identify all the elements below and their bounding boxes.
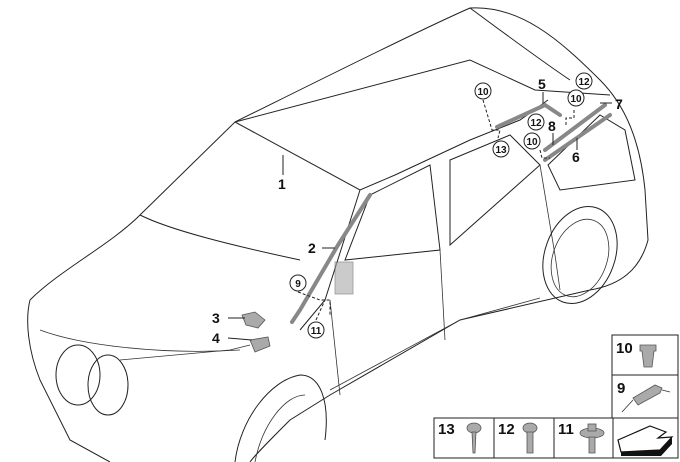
roof-trim-part-5 xyxy=(495,102,562,129)
circled-10: 10 xyxy=(526,137,538,148)
part-cell-11: 11 xyxy=(558,421,605,454)
parts-table: 10 9 13 12 11 xyxy=(433,334,679,459)
part-cell-arrow xyxy=(617,425,674,456)
callout-5: 5 xyxy=(538,76,546,92)
part-cell-9: 9 xyxy=(617,380,671,413)
circled-9: 9 xyxy=(295,279,301,290)
circled-10: 10 xyxy=(477,87,489,98)
circled-11: 11 xyxy=(311,326,322,337)
callout-1: 1 xyxy=(278,176,286,192)
callout-6: 6 xyxy=(572,149,580,165)
part-number-9: 9 xyxy=(617,380,625,397)
callout-7: 7 xyxy=(615,96,623,112)
clip-holder-icon xyxy=(632,384,663,406)
windshield-trim-part-1 xyxy=(234,121,361,191)
a-pillar-trim-part-2 xyxy=(290,193,372,324)
circled-callouts: 9 10 10 10 11 12 12 13 xyxy=(289,72,593,339)
part-cell-10: 10 xyxy=(616,340,657,368)
leader-lines xyxy=(227,92,612,341)
part-number-12: 12 xyxy=(498,421,515,438)
screw-icon xyxy=(522,422,538,434)
callout-4: 4 xyxy=(212,330,220,346)
trim-part-7 xyxy=(543,103,607,152)
callout-8: 8 xyxy=(548,118,556,134)
tapping-screw-icon xyxy=(466,422,482,434)
part-cell-12: 12 xyxy=(498,421,538,454)
part-cell-13: 13 xyxy=(438,421,482,454)
car-outline xyxy=(27,7,649,462)
expanding-nut-icon xyxy=(639,344,657,368)
part-number-11: 11 xyxy=(558,421,574,438)
bracket-part-4 xyxy=(249,336,271,353)
part-9-location xyxy=(334,261,354,295)
callout-3: 3 xyxy=(212,310,220,326)
part-number-10: 10 xyxy=(616,340,633,357)
direction-arrow-icon xyxy=(617,425,674,453)
circled-13: 13 xyxy=(495,145,507,156)
circled-12: 12 xyxy=(530,118,542,129)
circled-10: 10 xyxy=(570,94,582,105)
callout-2: 2 xyxy=(308,240,316,256)
circled-12: 12 xyxy=(578,77,590,88)
part-number-13: 13 xyxy=(438,421,455,438)
trim-part-6 xyxy=(543,113,612,162)
clip-part-3 xyxy=(241,311,266,329)
